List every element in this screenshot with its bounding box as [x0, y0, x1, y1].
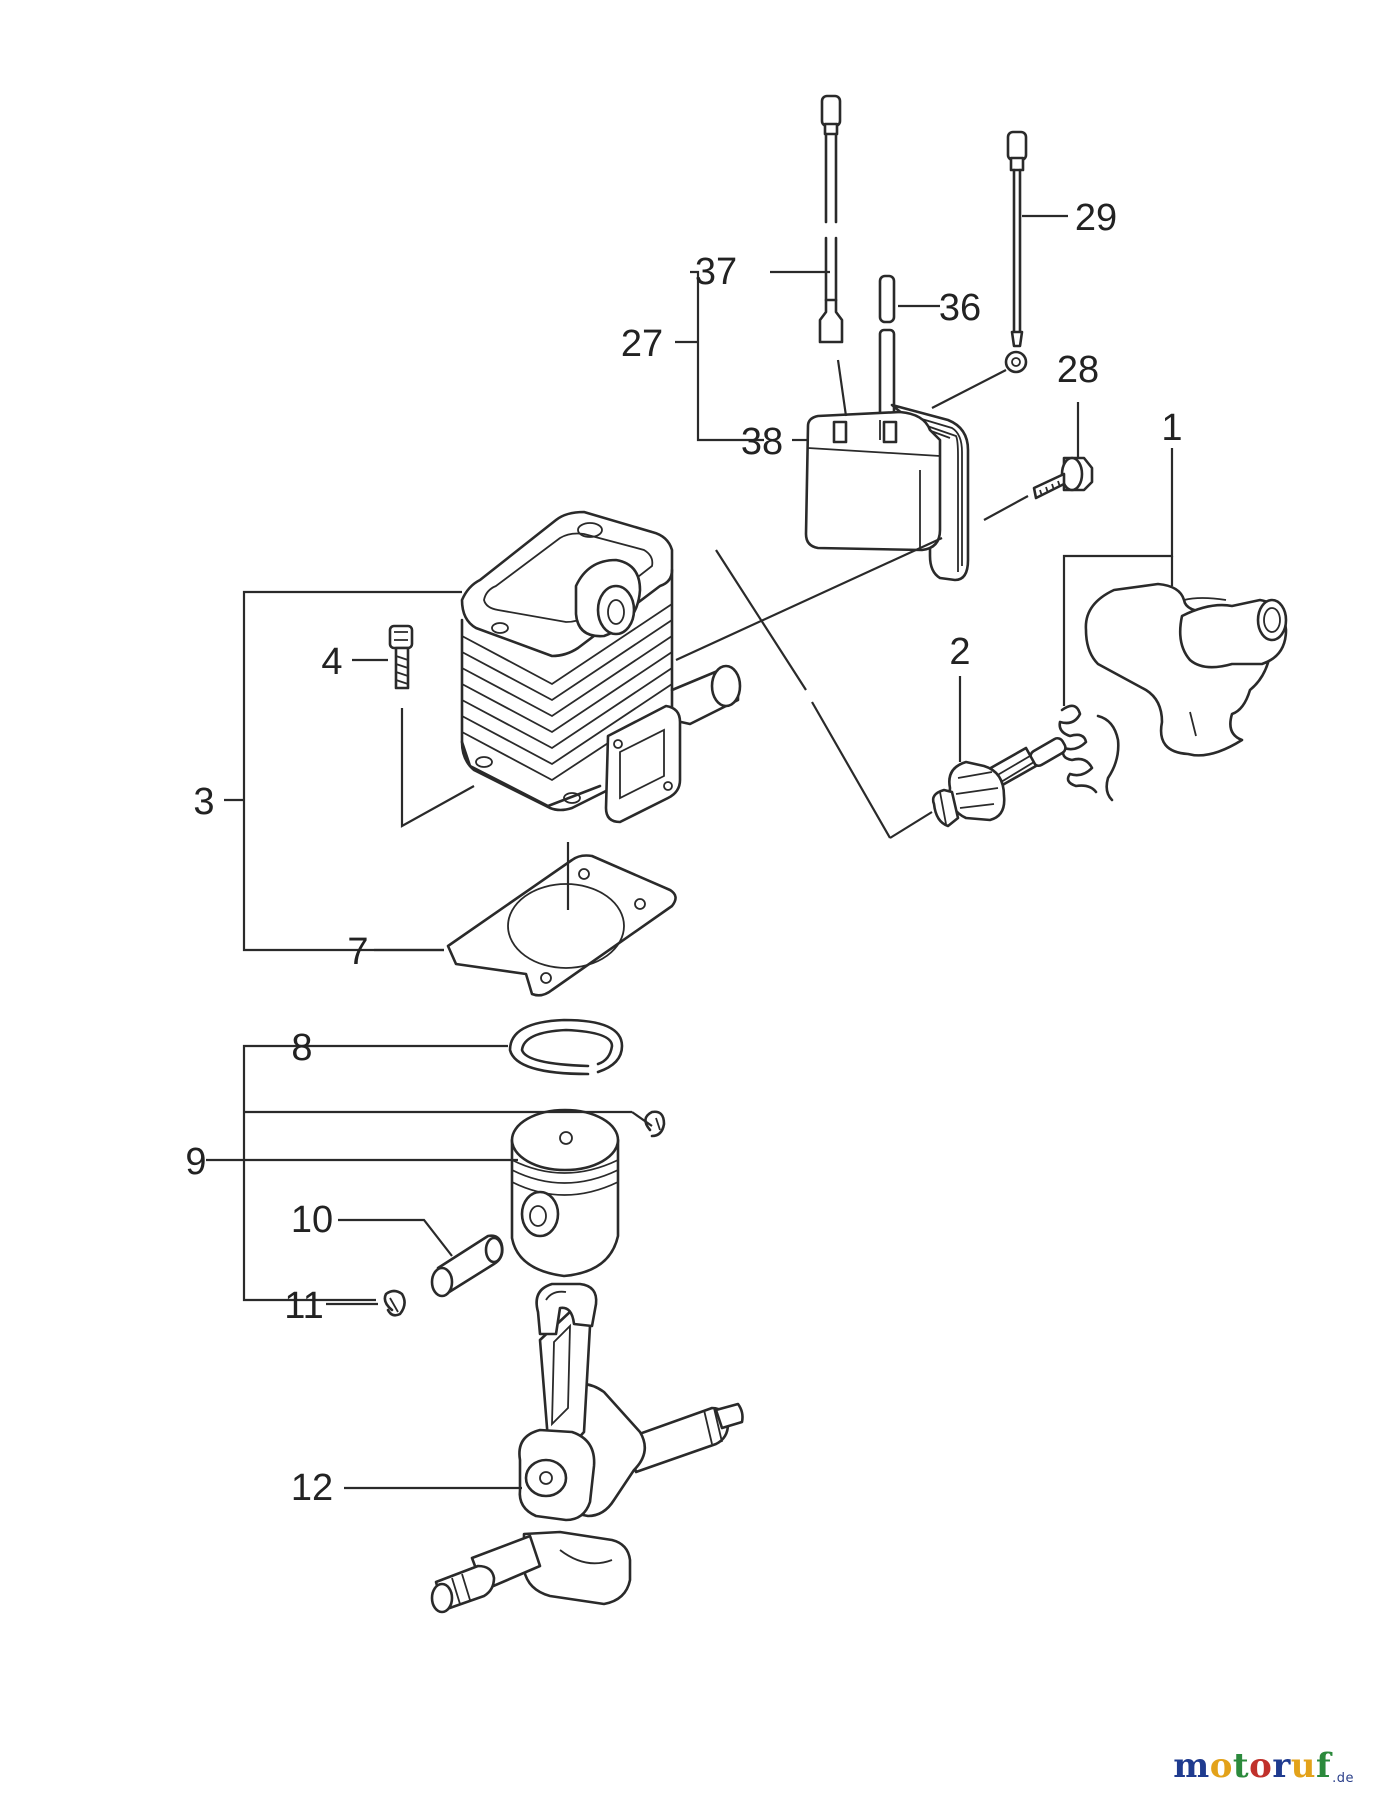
part-29-ground-lead [1004, 130, 1028, 374]
callout-8: 8 [291, 1027, 312, 1069]
logo-letter: r [1272, 1746, 1291, 1786]
piston-pin-clip-upper [644, 1110, 666, 1138]
part-36-pin [878, 274, 896, 324]
part-12-crankshaft [430, 1282, 744, 1614]
callout-10: 10 [291, 1199, 333, 1241]
callout-37: 37 [695, 251, 737, 293]
part-38-ignition-module [804, 328, 970, 582]
callout-2: 2 [949, 631, 970, 673]
callout-9: 9 [185, 1141, 206, 1183]
part-8-piston-ring [508, 1018, 624, 1076]
part-4-screw [388, 624, 414, 690]
leader-lines [206, 214, 1174, 1490]
logo-letter: t [1232, 1746, 1250, 1786]
callout-4: 4 [321, 641, 342, 683]
part-1-spring [1058, 704, 1120, 802]
watermark-logo: motoruf.de [1173, 1746, 1354, 1786]
logo-letter: o [1209, 1746, 1233, 1786]
logo-letter: m [1173, 1746, 1210, 1786]
part-9-piston [510, 1108, 620, 1278]
logo-suffix: .de [1332, 1771, 1354, 1786]
callout-12: 12 [291, 1467, 333, 1509]
logo-letter: f [1315, 1746, 1332, 1786]
part-28-bolt [1032, 456, 1094, 500]
part-37-ignition-lead [818, 94, 844, 344]
part-1-plug-boot [1084, 582, 1288, 757]
part-2-spark-plug [931, 736, 1067, 828]
callout-28: 28 [1057, 349, 1099, 391]
callout-29: 29 [1075, 197, 1117, 239]
logo-letter: u [1290, 1746, 1316, 1786]
callout-1: 1 [1161, 407, 1182, 449]
callout-27: 27 [621, 323, 663, 365]
callout-38: 38 [741, 421, 783, 463]
callout-3: 3 [193, 781, 214, 823]
part-3-cylinder [460, 510, 742, 824]
part-11-circlip [383, 1289, 406, 1317]
callout-11: 11 [284, 1285, 323, 1327]
callout-7: 7 [347, 931, 368, 973]
part-7-gasket [446, 854, 677, 997]
callout-labels: 37 36 29 27 28 38 1 2 4 3 7 8 9 10 11 12 [185, 197, 1182, 1509]
part-10-piston-pin [430, 1234, 504, 1298]
callout-36: 36 [939, 287, 981, 329]
logo-letter: o [1249, 1746, 1273, 1786]
